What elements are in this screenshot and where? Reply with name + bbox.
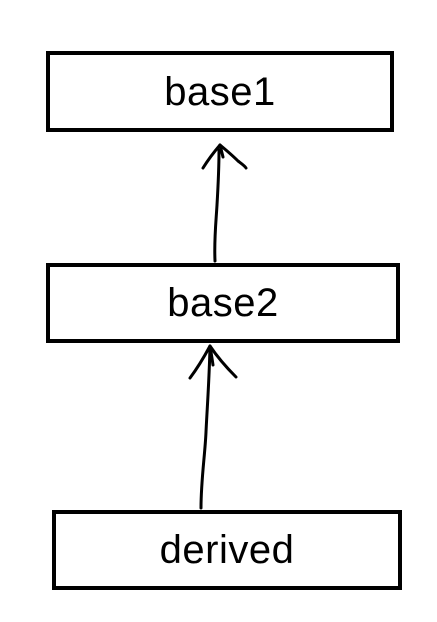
node-derived-label: derived [159, 528, 295, 572]
node-base2-label: base2 [167, 281, 279, 325]
node-derived: derived [52, 510, 402, 590]
node-base2: base2 [46, 263, 400, 343]
arrow-base2-to-base1 [201, 143, 248, 263]
arrow-derived-to-base2 [188, 344, 238, 510]
node-base1-label: base1 [164, 69, 276, 114]
node-base1: base1 [46, 51, 394, 132]
